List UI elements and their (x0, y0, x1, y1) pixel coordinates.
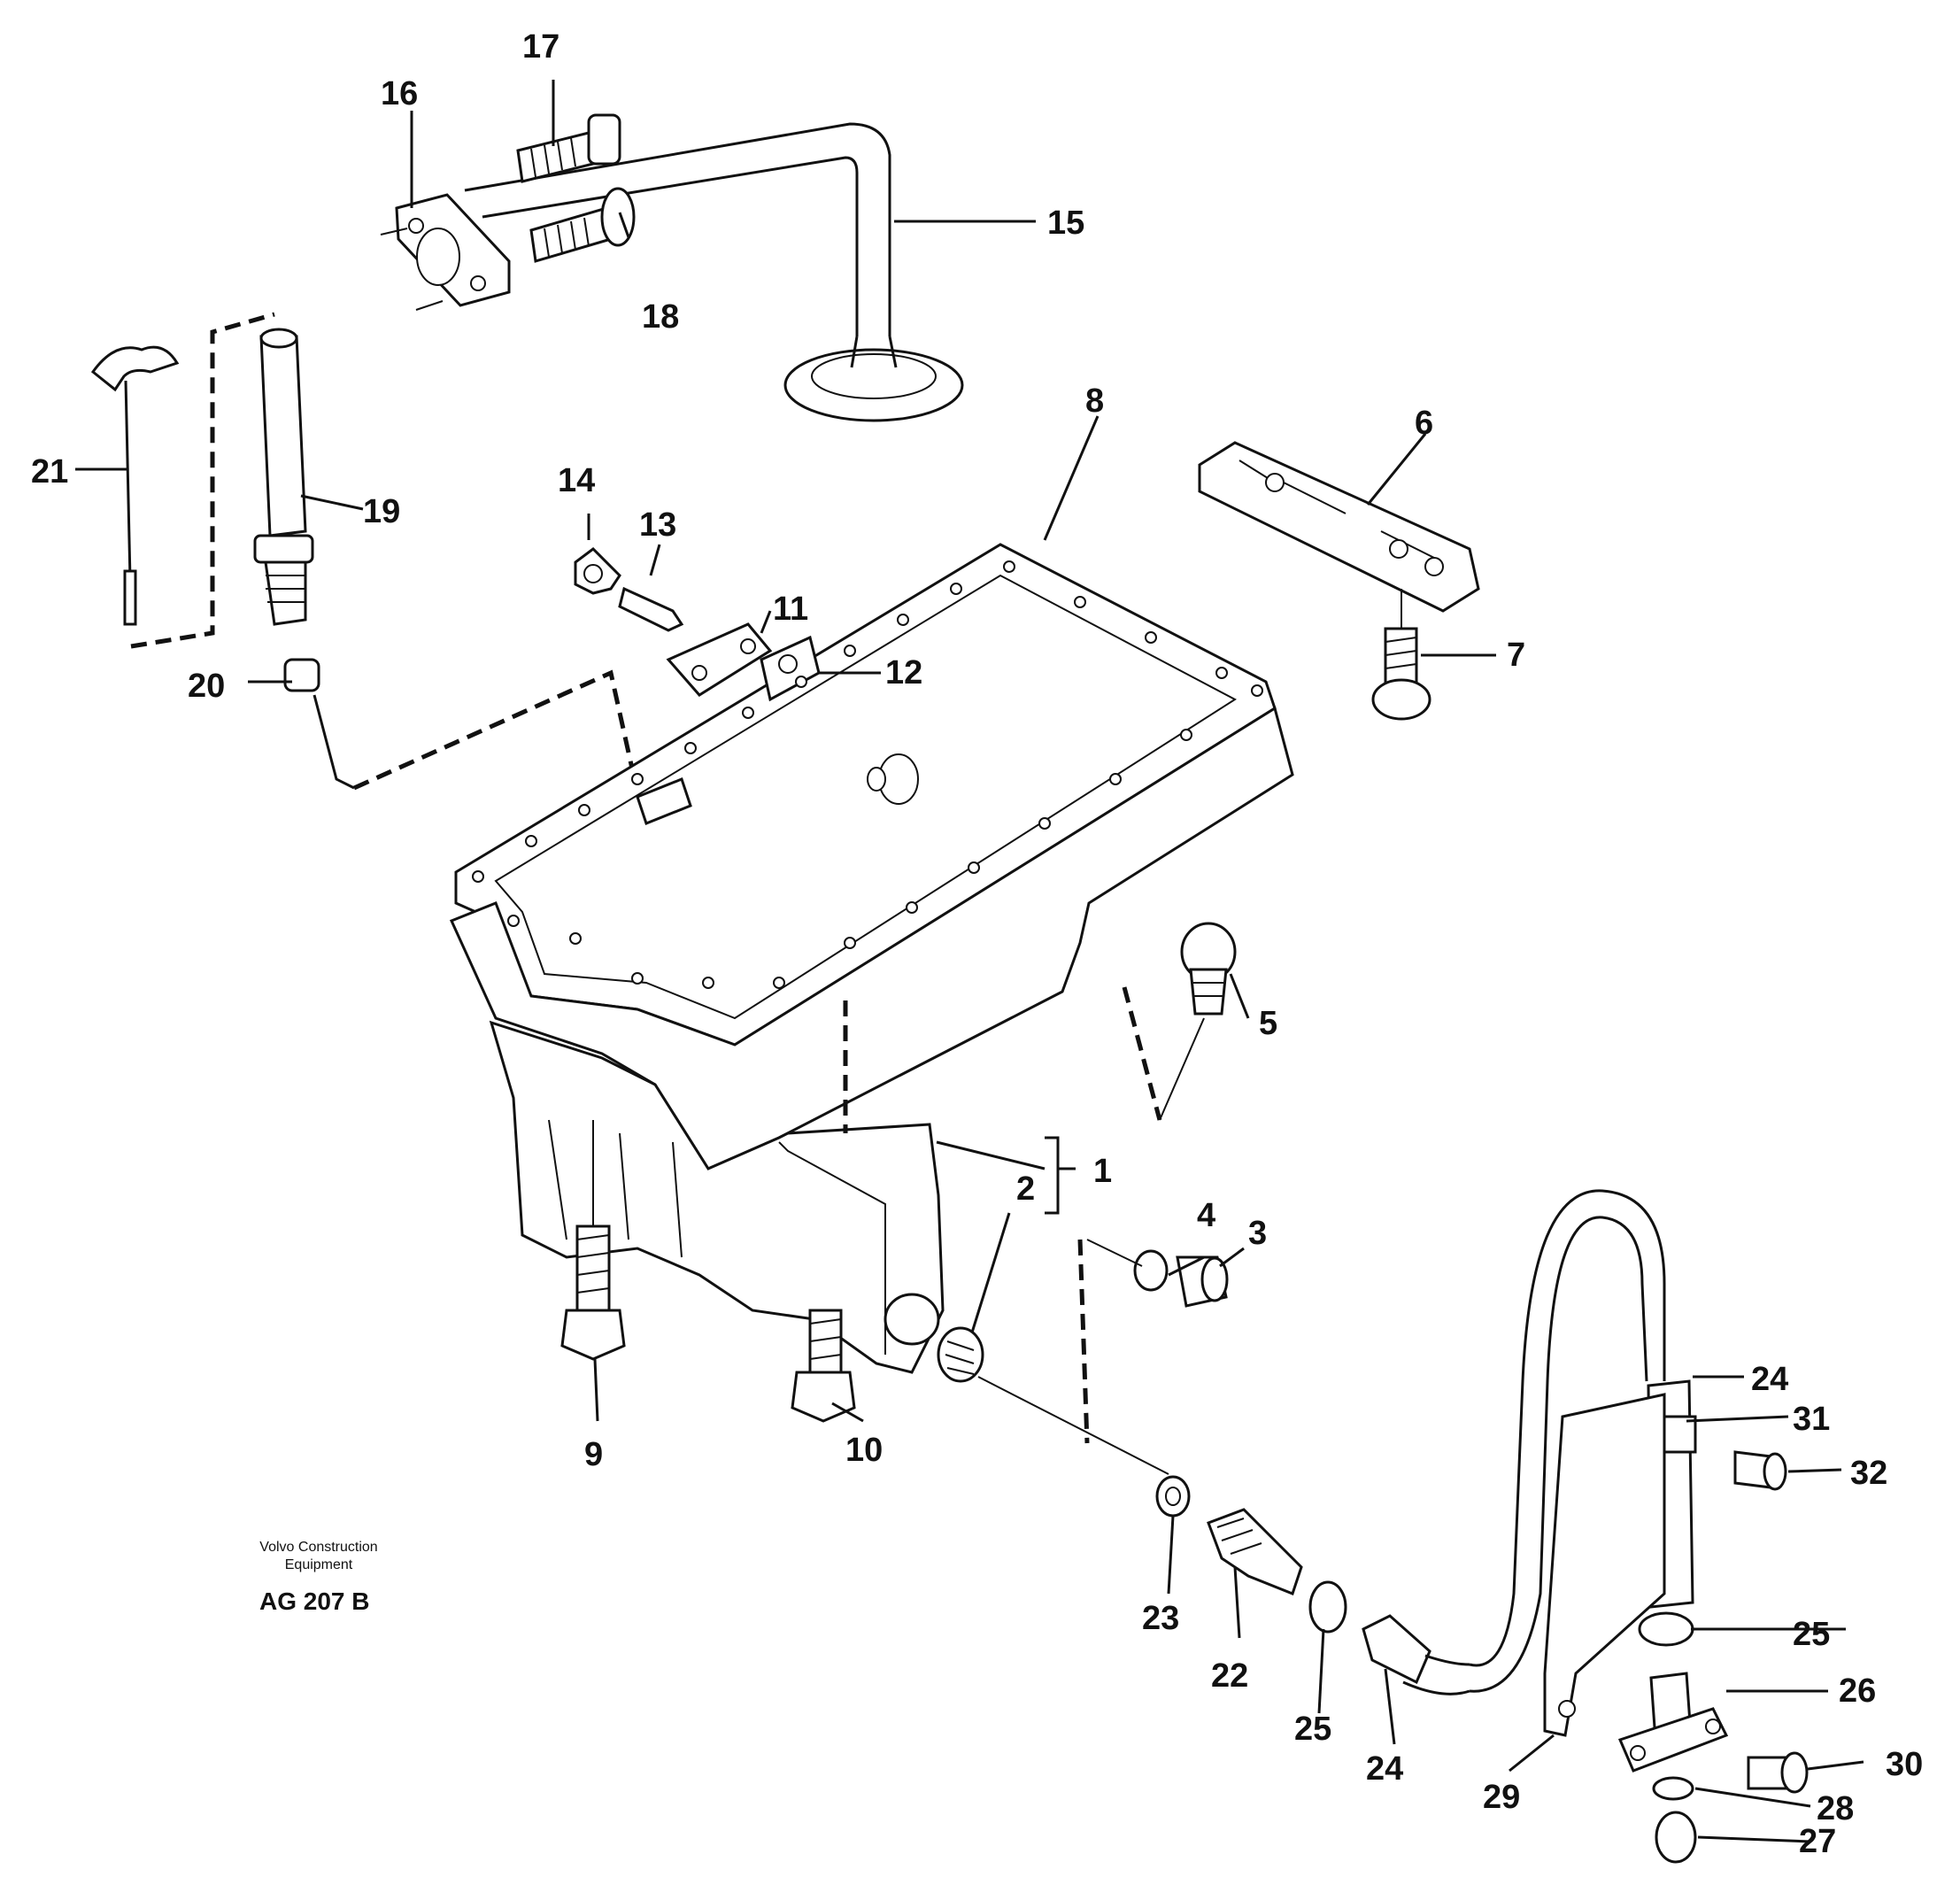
drain-plug (1077, 1239, 1229, 1444)
dipstick-guide-tube (253, 328, 649, 833)
callout-17: 17 (522, 28, 559, 66)
callout-22: 22 (1211, 1657, 1248, 1695)
callout-21: 21 (31, 453, 68, 490)
callout-24b: 24 (1366, 1750, 1403, 1788)
callout-1: 1 (1093, 1153, 1112, 1190)
support-bracket (1198, 441, 1480, 613)
callout-16: 16 (381, 75, 418, 112)
callout-15: 15 (1047, 205, 1084, 242)
gasket-bolt-holes (472, 560, 1263, 989)
drain-valve (1617, 1611, 1729, 1864)
callout-4: 4 (1197, 1197, 1215, 1234)
filler-plug (1122, 922, 1237, 1121)
suction-pipe (464, 122, 964, 422)
callout-labels: 1 2 3 4 5 6 7 8 9 10 11 12 13 14 15 16 1… (31, 28, 1923, 1860)
callout-7: 7 (1507, 637, 1525, 674)
sump-bolt-10 (791, 1000, 856, 1423)
callout-18: 18 (642, 298, 679, 336)
cover-plate (666, 622, 773, 697)
callout-23: 23 (1142, 1600, 1179, 1637)
callout-11: 11 (773, 591, 808, 628)
callout-25a: 25 (1793, 1616, 1830, 1653)
callout-6: 6 (1415, 405, 1433, 442)
callout-26: 26 (1839, 1672, 1876, 1710)
stud-and-nut (574, 547, 684, 632)
bracket-bolt (1371, 589, 1431, 721)
callout-27: 27 (1799, 1823, 1836, 1860)
leader-lines (75, 80, 1864, 1843)
callout-14: 14 (558, 462, 595, 499)
flange-bolts (516, 113, 636, 263)
callout-29: 29 (1483, 1779, 1520, 1816)
callout-20: 20 (188, 668, 225, 705)
callout-8: 8 (1085, 382, 1104, 420)
callout-24a: 24 (1751, 1361, 1788, 1398)
oil-sump-body (449, 635, 1294, 1374)
callout-13: 13 (639, 506, 676, 544)
sump-bolt-9 (560, 1120, 626, 1361)
drain-hose-fittings (1155, 1475, 1470, 1695)
callout-12: 12 (885, 654, 922, 691)
suction-pipe-flange (380, 193, 511, 311)
callout-3: 3 (1248, 1215, 1267, 1252)
callout-25b: 25 (1294, 1711, 1331, 1748)
hose-bracket (1543, 1393, 1666, 1737)
strainer (937, 1326, 1169, 1475)
callout-9: 9 (584, 1436, 603, 1473)
dipstick (90, 312, 275, 649)
callout-5: 5 (1259, 1005, 1277, 1042)
drawing-code: AG 207 B (259, 1587, 370, 1615)
callout-10: 10 (845, 1432, 883, 1469)
callout-19: 19 (363, 493, 400, 530)
callout-31: 31 (1793, 1401, 1830, 1438)
callout-30: 30 (1886, 1746, 1923, 1783)
small-bolts (1733, 1450, 1809, 1794)
callout-32: 32 (1850, 1455, 1887, 1492)
callout-28: 28 (1817, 1790, 1854, 1827)
company-name-line2: Equipment (285, 1557, 353, 1572)
callout-2: 2 (1016, 1170, 1035, 1208)
company-name-line1: Volvo Construction (259, 1540, 377, 1555)
figure-caption: Volvo Construction Equipment AG 207 B (259, 1540, 378, 1615)
